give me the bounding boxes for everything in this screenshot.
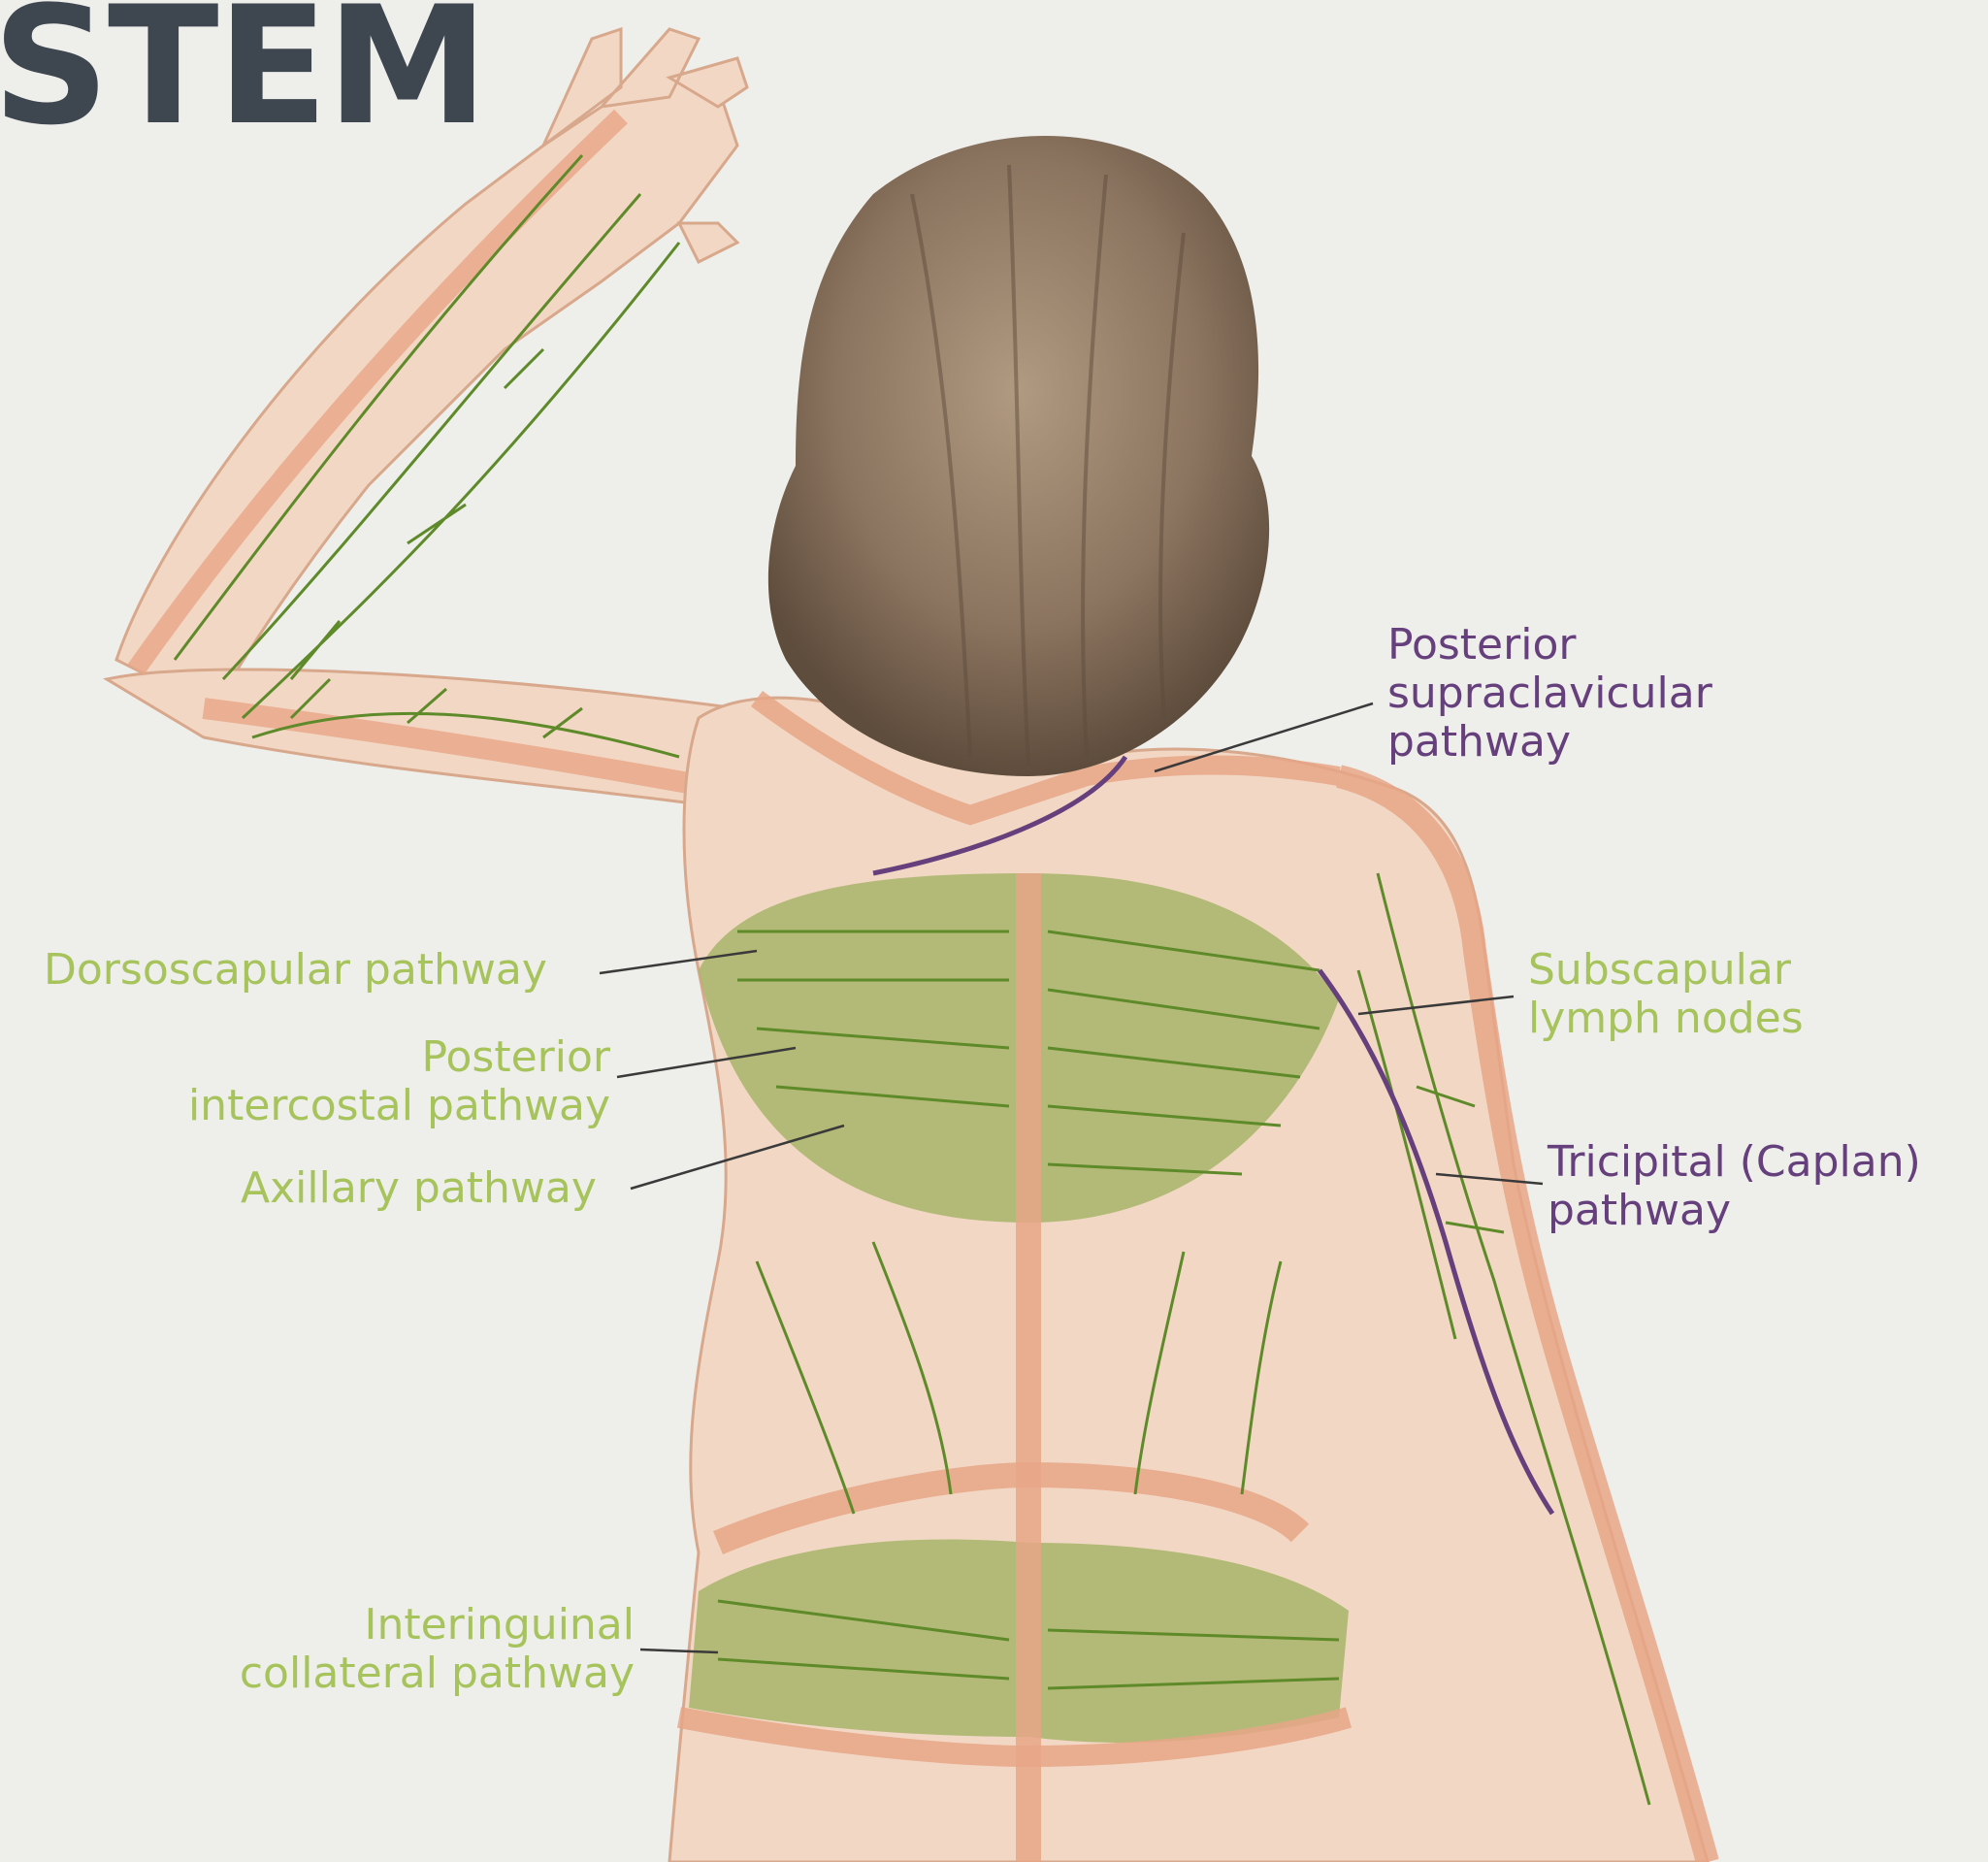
label-axillary: Axillary pathway	[241, 1164, 597, 1213]
page-title: STEM	[0, 0, 487, 161]
label-posterior-supraclavicular: Posterior supraclavicular pathway	[1387, 621, 1712, 767]
label-subscapular: Subscapular lymph nodes	[1528, 946, 1804, 1043]
label-tricipital: Tricipital (Caplan) pathway	[1548, 1138, 1921, 1235]
label-posterior-intercostal: Posterior intercostal pathway	[188, 1033, 610, 1130]
torso	[669, 698, 1708, 1862]
label-dorsoscapular: Dorsoscapular pathway	[44, 946, 547, 995]
label-interinguinal: Interinguinal collateral pathway	[240, 1601, 635, 1698]
